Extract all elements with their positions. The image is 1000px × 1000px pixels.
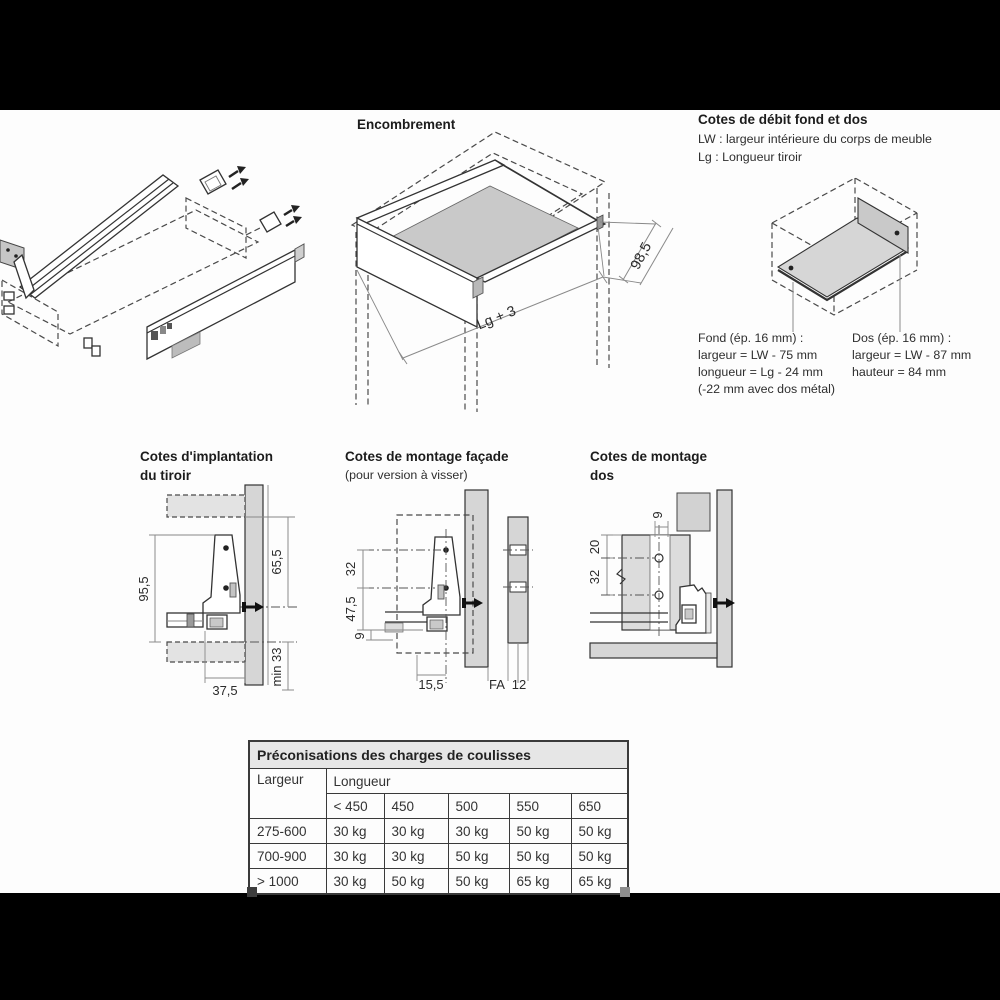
- encombrement-title: Encombrement: [357, 117, 456, 132]
- dos-panel: [857, 197, 909, 254]
- dim-label-height: 98,5: [628, 240, 655, 272]
- dos-spec-line: largeur = LW - 87 mm: [852, 348, 972, 362]
- load-cell: 30 kg: [383, 843, 449, 869]
- table-row: > 1000 30 kg 50 kg 50 kg 65 kg 65 kg: [248, 868, 629, 895]
- row-label: > 1000: [248, 868, 327, 895]
- dim-label-47: 47,5: [343, 596, 358, 621]
- dim-label-15: 15,5: [418, 677, 443, 692]
- facade-panel-rear-view: [507, 516, 529, 644]
- length-col-header: 650: [570, 793, 629, 819]
- dim-label-65: 65,5: [269, 549, 284, 574]
- rear-bracket: [259, 211, 282, 233]
- table-title: Préconisations des charges de coulisses: [248, 740, 629, 769]
- load-cell: 50 kg: [570, 843, 629, 869]
- load-cell: 50 kg: [447, 843, 510, 869]
- row-label: 275-600: [248, 818, 327, 844]
- resize-handle-right[interactable]: [620, 887, 630, 897]
- cabinet-bottom-panel: [589, 642, 718, 659]
- load-rating-table: Préconisations des charges de coulisses …: [248, 740, 630, 895]
- label-sticker: [171, 331, 201, 359]
- load-cell: 65 kg: [508, 868, 572, 895]
- break-symbol: [616, 568, 626, 585]
- dim-label-fa: FA: [489, 677, 505, 692]
- fond-spec-block: Fond (ép. 16 mm) : largeur = LW - 75 mm …: [698, 330, 835, 398]
- dim-label-37: 37,5: [212, 683, 237, 698]
- dim-label-32: 32: [343, 562, 358, 576]
- montage-dos-diagram: 9 20 32: [587, 489, 735, 668]
- debit-legend-lg: Lg : Longueur tiroir: [698, 150, 803, 164]
- dim-label-9: 9: [352, 632, 367, 639]
- fond-spec-line: largeur = LW - 75 mm: [698, 348, 818, 362]
- debit-legend-lw: LW : largeur intérieure du corps de meub…: [698, 132, 932, 146]
- screw-icon: [285, 219, 295, 228]
- drawer-front-panel: [356, 216, 478, 329]
- exploded-assembly-diagram: [0, 166, 305, 361]
- col-header-longueur: Longueur: [325, 768, 629, 794]
- length-col-header: < 450: [325, 793, 385, 819]
- debit-box-diagram: [771, 177, 918, 332]
- document-page: Encombrement Lg + 3 98,5 Cotes de débit …: [0, 110, 1000, 897]
- facade-title: Cotes de montage façade: [345, 449, 509, 464]
- load-cell: 30 kg: [447, 818, 510, 844]
- implantation-diagram: 95,5 65,5 min 33 37,5: [136, 484, 297, 698]
- fond-spec-line: (-22 mm avec dos métal): [698, 382, 836, 396]
- facade-panel-section: [464, 489, 489, 668]
- row-label: 700-900: [248, 843, 327, 869]
- dim-label-12: 12: [512, 677, 526, 692]
- load-cell: 50 kg: [383, 868, 449, 895]
- screw-icon: [228, 169, 239, 179]
- facade-diagram: 32 47,5 9 15,5 FA 12: [343, 489, 533, 692]
- drawer-side-profile: [422, 536, 461, 616]
- fond-spec-line: Fond (ép. 16 mm) :: [698, 331, 804, 345]
- length-col-header: 500: [447, 793, 510, 819]
- dim-label-min33: min 33: [269, 647, 284, 686]
- drawer-bottom-section: [166, 612, 204, 628]
- load-cell: 30 kg: [325, 868, 385, 895]
- resize-handle-left[interactable]: [247, 887, 257, 897]
- load-cell: 30 kg: [325, 843, 385, 869]
- table-row: 700-900 30 kg 30 kg 50 kg 50 kg 50 kg: [248, 843, 629, 869]
- screw-icon: [283, 208, 293, 217]
- length-col-header: 450: [383, 793, 449, 819]
- cabinet-back-panel: [716, 489, 733, 668]
- front-bracket: [199, 169, 227, 195]
- montage-dos-title: Cotes de montage dos: [590, 449, 708, 483]
- dim-label-9: 9: [650, 511, 665, 518]
- table-row: 275-600 30 kg 30 kg 30 kg 50 kg 50 kg: [248, 818, 629, 844]
- col-header-largeur: Largeur: [248, 768, 327, 819]
- fond-spec-line: longueur = Lg - 24 mm: [698, 365, 824, 379]
- load-cell: 65 kg: [570, 868, 629, 895]
- dos-spec-line: Dos (ép. 16 mm) :: [852, 331, 952, 345]
- debit-title: Cotes de débit fond et dos: [698, 112, 868, 127]
- cabinet-front-panel: [244, 484, 264, 686]
- encombrement-diagram: Lg + 3 98,5: [350, 131, 674, 412]
- load-cell: 50 kg: [508, 818, 572, 844]
- drawer-side-profile: [202, 534, 241, 614]
- load-cell: 50 kg: [447, 868, 510, 895]
- dos-spec-block: Dos (ép. 16 mm) : largeur = LW - 87 mm h…: [852, 330, 971, 381]
- dim-label-length: Lg + 3: [475, 303, 519, 333]
- dos-spec-line: hauteur = 84 mm: [852, 365, 947, 379]
- drawer-side-rail-right: [146, 248, 296, 361]
- facade-subtitle: (pour version à visser): [345, 468, 468, 482]
- screw-icon: [186, 613, 195, 628]
- load-cell: 50 kg: [508, 843, 572, 869]
- drawer-side-rail-left: [18, 174, 180, 299]
- dim-label-32: 32: [587, 570, 602, 584]
- screw-icon: [231, 181, 242, 191]
- length-col-header: 550: [508, 793, 572, 819]
- load-cell: 30 kg: [325, 818, 385, 844]
- implantation-title: Cotes d'implantation du tiroir: [140, 449, 273, 483]
- load-cell: 50 kg: [570, 818, 629, 844]
- dim-label-95: 95,5: [136, 576, 151, 601]
- load-cell: 30 kg: [383, 818, 449, 844]
- dim-label-20: 20: [587, 540, 602, 554]
